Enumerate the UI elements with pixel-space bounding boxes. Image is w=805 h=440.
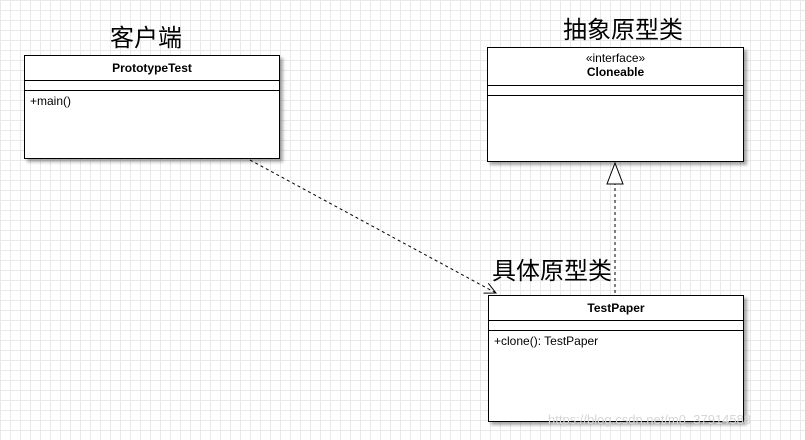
test-paper-class[interactable]: TestPaper +clone(): TestPaper xyxy=(488,295,744,422)
watermark: https://blog.csdn.net/m0_37914588 xyxy=(548,412,752,427)
stereotype-label: «interface» xyxy=(585,51,646,65)
class-name: PrototypeTest xyxy=(112,61,192,75)
concrete-prototype-caption: 具体原型类 xyxy=(492,257,612,285)
class-header: «interface» Cloneable xyxy=(488,48,743,86)
cloneable-interface[interactable]: «interface» Cloneable xyxy=(487,47,744,162)
prototype-test-class[interactable]: PrototypeTest +main() xyxy=(24,55,280,159)
dependency-arrowhead xyxy=(483,282,498,294)
class-name: TestPaper xyxy=(587,301,645,315)
class-attributes xyxy=(489,321,743,331)
abstract-prototype-caption: 抽象原型类 xyxy=(563,16,683,44)
class-name: Cloneable xyxy=(586,65,645,79)
class-attributes xyxy=(488,86,743,96)
class-operations: +main() xyxy=(25,91,279,111)
class-header: TestPaper xyxy=(489,296,743,321)
operation: +clone(): TestPaper xyxy=(494,334,599,348)
client-caption: 客户端 xyxy=(110,24,182,52)
operation: +main() xyxy=(30,94,72,108)
class-operations: +clone(): TestPaper xyxy=(489,331,743,351)
class-operations xyxy=(488,96,743,102)
dependency-line xyxy=(249,159,497,294)
class-attributes xyxy=(25,81,279,91)
realization-triangle xyxy=(606,161,624,185)
class-header: PrototypeTest xyxy=(25,56,279,81)
